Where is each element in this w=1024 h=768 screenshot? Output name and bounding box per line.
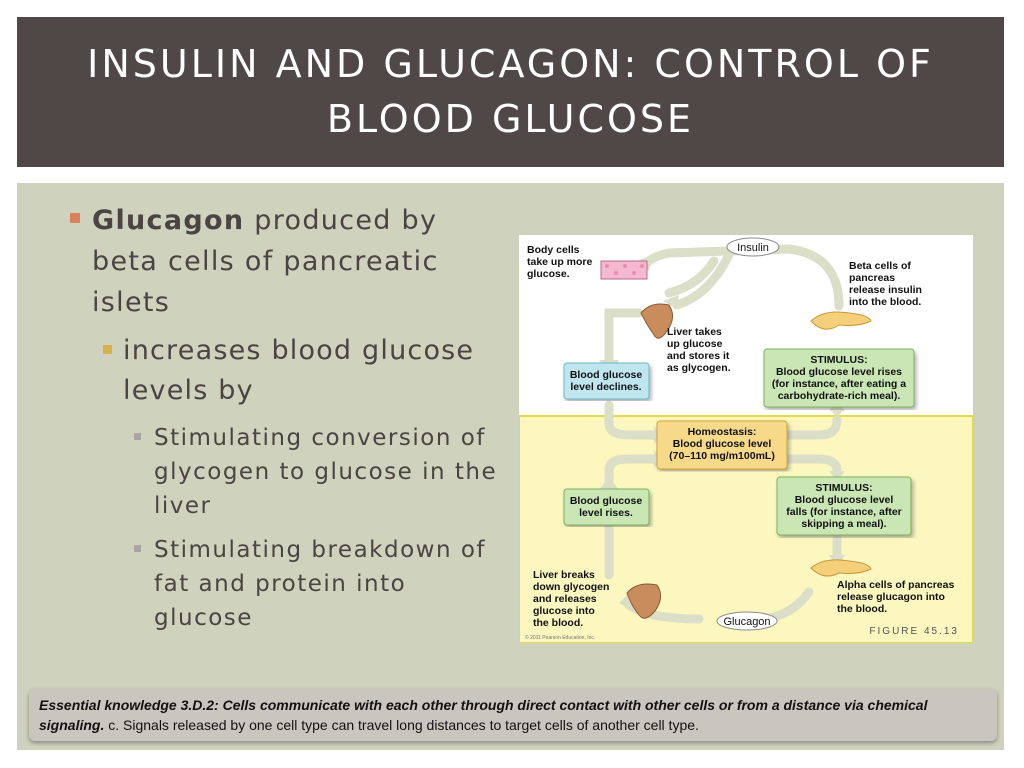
svg-text:carbohydrate-rich meal).: carbohydrate-rich meal). (778, 390, 901, 402)
bullet-marker (134, 433, 141, 440)
svg-text:STIMULUS:: STIMULUS: (815, 482, 872, 494)
declines-box (563, 362, 650, 400)
bullet-marker (103, 345, 112, 354)
svg-text:glucose.: glucose. (527, 268, 570, 280)
liver-icon (626, 583, 661, 619)
stimulus-fall-text: STIMULUS: Blood glucose level falls (for… (786, 482, 902, 530)
bullet-text: Stimulating conversion of glycogen to gl… (154, 425, 498, 519)
svg-text:release insulin: release insulin (849, 284, 922, 296)
svg-text:take up more: take up more (527, 256, 593, 268)
rises-box (563, 488, 650, 526)
bullet-text: Stimulating breakdown of fat and protein… (154, 537, 487, 631)
insulin-ellipse (726, 237, 780, 257)
bullet-bold-term: Glucagon (92, 205, 245, 236)
svg-text:into the blood.: into the blood. (849, 296, 921, 308)
title-line-2: BLOOD GLUCOSE (326, 97, 695, 141)
svg-text:level declines.: level declines. (570, 381, 641, 393)
bullet-glycogen: Stimulating conversion of glycogen to gl… (134, 421, 500, 523)
svg-text:Blood glucose level rises: Blood glucose level rises (776, 366, 902, 378)
svg-text:Body cells: Body cells (527, 244, 580, 256)
svg-text:Blood glucose level: Blood glucose level (673, 438, 772, 450)
bullet-glucagon: Glucagon produced by beta cells of pancr… (70, 200, 500, 323)
svg-text:down glycogen: down glycogen (533, 581, 609, 593)
pancreas-icon (810, 559, 872, 577)
svg-text:Liver breaks: Liver breaks (533, 569, 595, 581)
liver-takes-text: Liver takes up glucose and stores it as … (667, 326, 731, 374)
homeostasis-text: Homeostasis: Blood glucose level (70–110… (669, 426, 775, 462)
note-text: c. Signals released by one cell type can… (104, 717, 699, 733)
note-bold-text: Essential knowledge 3.D.2: Cells communi… (39, 697, 928, 733)
svg-text:Beta cells of: Beta cells of (849, 260, 911, 272)
bullet-list: Glucagon produced by beta cells of pancr… (70, 200, 500, 635)
body-cells-text: Body cells take up more glucose. (527, 244, 593, 280)
svg-text:the blood.: the blood. (837, 603, 887, 615)
svg-text:Homeostasis:: Homeostasis: (688, 426, 757, 438)
body-cells-pattern (605, 264, 644, 275)
liver-icon (640, 303, 673, 339)
glucagon-label: Glucagon (723, 616, 770, 628)
svg-text:pancreas: pancreas (849, 272, 895, 284)
svg-text:and stores it: and stores it (667, 350, 730, 362)
title-line-1: INSULIN AND GLUCAGON: CONTROL OF (87, 42, 934, 86)
insulin-label: Insulin (737, 242, 769, 254)
essential-knowledge-note: Essential knowledge 3.D.2: Cells communi… (29, 689, 997, 741)
glucagon-ellipse (716, 611, 778, 631)
svg-text:skipping a meal).: skipping a meal). (801, 518, 886, 530)
svg-text:release glucagon into: release glucagon into (837, 591, 945, 603)
stimulus-fall-box (776, 476, 912, 536)
svg-text:and releases: and releases (533, 593, 597, 605)
beta-cells-text: Beta cells of pancreas release insulin i… (849, 260, 922, 308)
svg-text:STIMULUS:: STIMULUS: (810, 354, 867, 366)
svg-text:Blood glucose: Blood glucose (570, 369, 642, 381)
svg-text:Blood glucose level: Blood glucose level (795, 494, 894, 506)
copyright-text: © 2011 Pearson Education, Inc. (525, 634, 595, 641)
svg-text:level rises.: level rises. (579, 507, 633, 519)
slide-title: INSULIN AND GLUCAGON: CONTROL OF BLOOD G… (87, 37, 934, 147)
svg-text:as glycogen.: as glycogen. (667, 362, 731, 374)
svg-text:up glucose: up glucose (667, 338, 723, 350)
svg-text:Alpha cells of pancreas: Alpha cells of pancreas (837, 579, 954, 591)
body-cells-icon (600, 260, 648, 280)
pancreas-icon (810, 311, 872, 330)
svg-text:(70–110 mg/m100mL): (70–110 mg/m100mL) (669, 450, 775, 462)
homeostasis-box (656, 420, 788, 470)
bullet-fat-protein: Stimulating breakdown of fat and protein… (134, 533, 500, 635)
svg-text:(for instance, after eating a: (for instance, after eating a (772, 378, 906, 390)
stimulus-rise-text: STIMULUS: Blood glucose level rises (for… (772, 354, 906, 402)
declines-text: Blood glucose level declines. (570, 369, 642, 393)
title-bar: INSULIN AND GLUCAGON: CONTROL OF BLOOD G… (17, 17, 1004, 167)
svg-text:Blood glucose: Blood glucose (570, 495, 642, 507)
bullet-text: increases blood glucose levels by (123, 335, 475, 406)
svg-text:glucose into: glucose into (533, 605, 595, 617)
svg-text:falls (for instance, after: falls (for instance, after (786, 506, 902, 518)
figure-label: FIGURE 45.13 (869, 626, 959, 637)
alpha-cells-text: Alpha cells of pancreas release glucagon… (837, 579, 954, 615)
bullet-increases: increases blood glucose levels by (103, 331, 500, 411)
rises-text: Blood glucose level rises. (570, 495, 642, 519)
bullet-marker (70, 213, 80, 223)
bullet-marker (134, 545, 141, 552)
bullet-text: produced by beta cells of pancreatic isl… (92, 205, 439, 318)
glucose-figure: Insulin Glucagon Body cells take up more… (519, 235, 973, 643)
stimulus-rise-box (763, 348, 915, 408)
svg-text:Liver takes: Liver takes (667, 326, 722, 338)
liver-breaks-text: Liver breaks down glycogen and releases … (533, 569, 609, 629)
svg-text:the blood.: the blood. (533, 617, 583, 629)
